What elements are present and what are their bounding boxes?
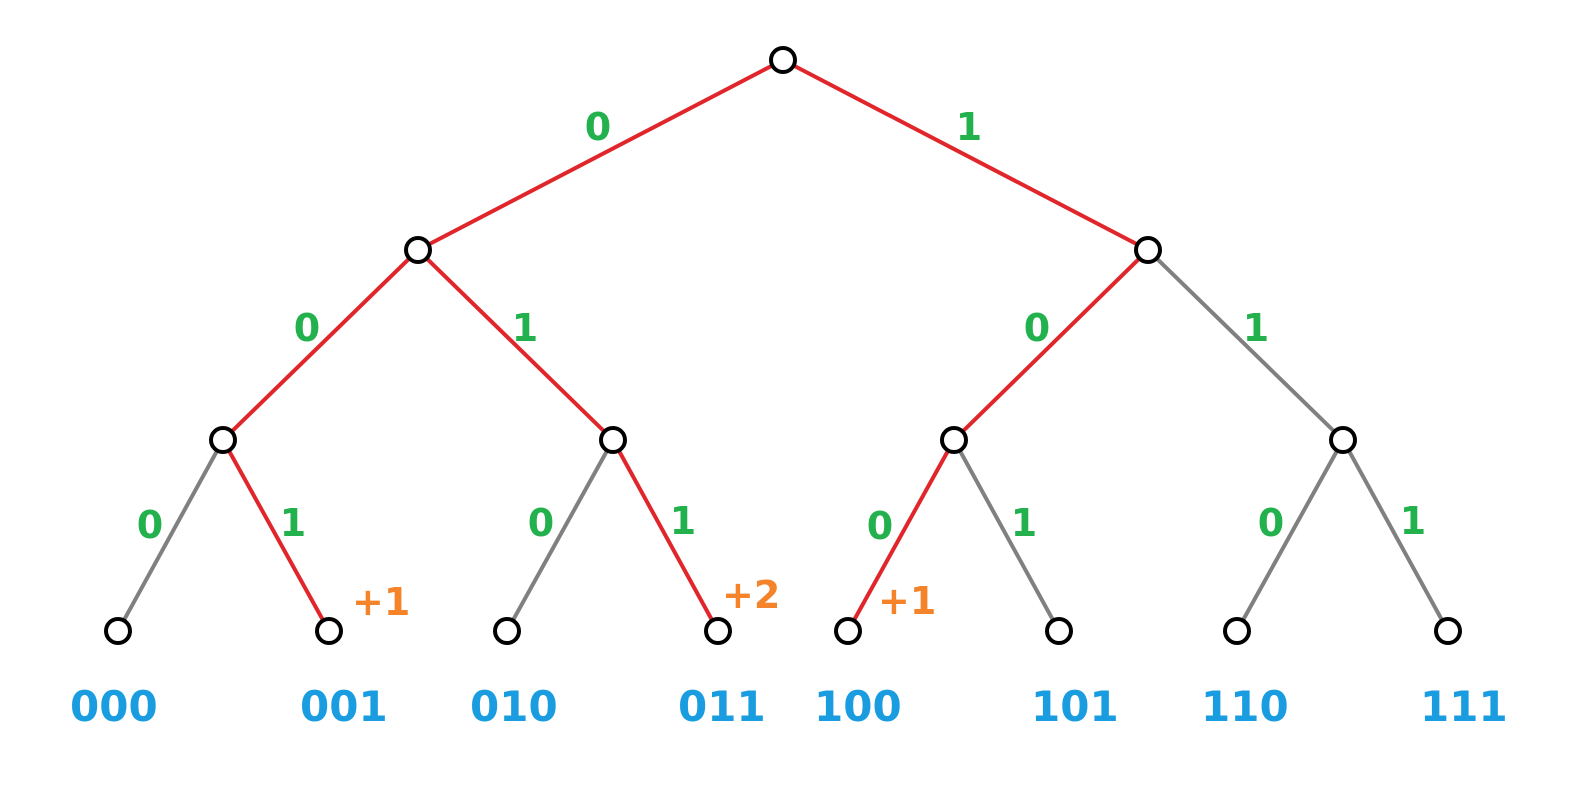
bit-label-n1: 1 bbox=[956, 105, 982, 149]
node-n01 bbox=[599, 426, 627, 454]
node-n1 bbox=[1134, 236, 1162, 264]
edge-n10-l101 bbox=[952, 438, 1061, 633]
leaf-label-010: 010 bbox=[470, 682, 558, 731]
leaf-label-011: 011 bbox=[678, 682, 766, 731]
node-n10 bbox=[940, 426, 968, 454]
bit-label-l011: 1 bbox=[670, 499, 696, 543]
nodes-layer bbox=[104, 46, 1462, 645]
edge-root-n0 bbox=[416, 58, 785, 252]
leaf-label-110: 110 bbox=[1201, 682, 1289, 731]
leaf-label-101: 101 bbox=[1031, 682, 1119, 731]
node-n0 bbox=[404, 236, 432, 264]
leaf-label-000: 000 bbox=[70, 682, 158, 731]
increment-labels-layer: +1 +2 +1 bbox=[352, 573, 936, 624]
bit-label-l101: 1 bbox=[1011, 501, 1037, 545]
bit-label-n01: 1 bbox=[512, 306, 538, 350]
bit-label-l111: 1 bbox=[1400, 499, 1426, 543]
bit-label-n11: 1 bbox=[1243, 306, 1269, 350]
node-l100 bbox=[834, 617, 862, 645]
edge-n0-n00 bbox=[221, 248, 420, 442]
edge-n0-n01 bbox=[416, 248, 615, 442]
bit-label-l000: 0 bbox=[137, 503, 163, 547]
leaf-label-100: 100 bbox=[814, 682, 902, 731]
node-l000 bbox=[104, 617, 132, 645]
bit-label-n00: 0 bbox=[294, 306, 320, 350]
node-n11 bbox=[1329, 426, 1357, 454]
node-l001 bbox=[315, 617, 343, 645]
node-l011 bbox=[704, 617, 732, 645]
node-l010 bbox=[493, 617, 521, 645]
edge-n1-n11 bbox=[1146, 248, 1345, 442]
edge-n1-n10 bbox=[952, 248, 1150, 442]
bit-label-l100: 0 bbox=[867, 504, 893, 548]
edge-root-n1 bbox=[781, 58, 1150, 252]
bit-label-l110: 0 bbox=[1258, 501, 1284, 545]
leaf-label-001: 001 bbox=[300, 682, 388, 731]
node-l101 bbox=[1045, 617, 1073, 645]
edge-n11-l110 bbox=[1235, 438, 1345, 633]
edge-n01-l011 bbox=[611, 438, 720, 633]
bit-label-n0: 0 bbox=[585, 105, 611, 149]
edge-n10-l100 bbox=[846, 438, 956, 633]
increment-label-l100: +1 bbox=[878, 579, 936, 623]
leaf-labels-layer: 000 001 010 011 100 101 110 111 bbox=[70, 682, 1508, 731]
increment-label-l001: +1 bbox=[352, 580, 410, 624]
edge-n00-l000 bbox=[116, 438, 225, 633]
edge-n00-l001 bbox=[221, 438, 331, 633]
node-root bbox=[769, 46, 797, 74]
node-l111 bbox=[1434, 617, 1462, 645]
leaf-label-111: 111 bbox=[1420, 682, 1508, 731]
bit-label-l001: 1 bbox=[280, 501, 306, 545]
node-l110 bbox=[1223, 617, 1251, 645]
bit-labels-layer: 0 1 0 1 0 1 0 1 0 1 0 1 0 1 bbox=[137, 105, 1426, 548]
edge-n01-l010 bbox=[505, 438, 615, 633]
increment-label-l011: +2 bbox=[722, 573, 780, 617]
edges-layer bbox=[116, 58, 1450, 633]
bit-label-l010: 0 bbox=[528, 501, 554, 545]
edge-n11-l111 bbox=[1341, 438, 1450, 633]
bit-label-n10: 0 bbox=[1024, 306, 1050, 350]
node-n00 bbox=[209, 426, 237, 454]
